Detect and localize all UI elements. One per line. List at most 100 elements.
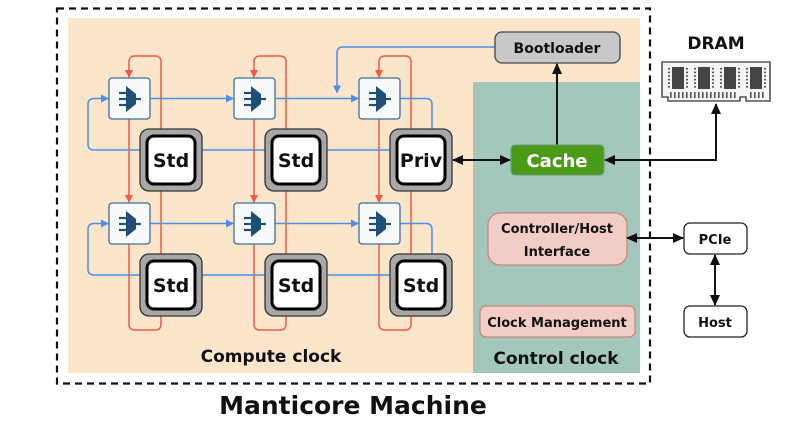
- cache-block: Cache: [510, 144, 605, 176]
- mesh-link: [87, 94, 390, 151]
- dram-pin: [694, 78, 696, 81]
- dram-pin: [694, 68, 696, 70]
- clock-link: [375, 55, 412, 129]
- control-clock-label: Control clock: [493, 349, 619, 369]
- dram-chip: [698, 67, 710, 89]
- dram-module-icon: [661, 61, 771, 102]
- dram-contact: [678, 92, 680, 98]
- dram-pin: [686, 86, 688, 88]
- dram-contact: [710, 92, 712, 98]
- mux-icon: [369, 211, 391, 237]
- dram-contact: [682, 92, 684, 98]
- standard-core: Std: [264, 128, 328, 192]
- dram-pin: [686, 75, 688, 77]
- standard-core: Std: [389, 253, 453, 317]
- core-inner: [270, 259, 322, 311]
- dram-contact: [718, 92, 720, 98]
- dram-pin: [712, 78, 714, 81]
- dram-pin: [720, 68, 722, 70]
- dram-pin: [738, 68, 740, 70]
- dram-contact: [734, 92, 736, 98]
- standard-core: Std: [264, 253, 328, 317]
- dram-pin: [668, 82, 670, 84]
- core-inner: [145, 134, 197, 186]
- router: [233, 77, 276, 120]
- core-label: Std: [278, 150, 314, 172]
- dram-contact: [694, 92, 696, 98]
- dram-pin: [746, 75, 748, 77]
- machine-boundary: [55, 7, 652, 385]
- router: [358, 202, 401, 245]
- clock-link: [253, 244, 287, 331]
- mux-icon: [119, 86, 141, 112]
- dram-pin: [738, 71, 740, 74]
- dram-pin: [720, 75, 722, 77]
- dram-pin: [738, 86, 740, 88]
- dram-pin: [720, 86, 722, 88]
- dram-contact: [702, 92, 704, 98]
- dram-pin: [746, 78, 748, 81]
- dram-label: DRAM: [687, 34, 744, 54]
- clock-link: [250, 55, 287, 129]
- dram-contact: [730, 92, 732, 98]
- dram-pin: [668, 86, 670, 88]
- dram-contact: [686, 92, 688, 98]
- host-label: Host: [698, 316, 732, 331]
- clock-link: [125, 55, 162, 129]
- compute-clock-label: Compute clock: [201, 347, 342, 367]
- dram-pin: [686, 82, 688, 84]
- dram-pin: [668, 71, 670, 74]
- mesh-link: [87, 219, 390, 276]
- mesh-link: [400, 97, 433, 129]
- router: [108, 202, 151, 245]
- dram-contact: [674, 92, 676, 98]
- router: [358, 77, 401, 120]
- clock-link: [128, 244, 162, 331]
- dram-pin: [738, 75, 740, 77]
- dram-pin: [712, 82, 714, 84]
- dram-contact: [754, 92, 756, 98]
- core-inner: [395, 259, 447, 311]
- clock-management-block: Clock Management: [479, 305, 636, 338]
- dram-contact: [726, 92, 728, 98]
- dram-contact: [750, 92, 752, 98]
- core-label: Std: [153, 275, 189, 297]
- dram-contact: [762, 92, 764, 98]
- host-block: Host: [683, 305, 748, 338]
- dram-chip: [672, 67, 684, 89]
- dram-pin: [720, 82, 722, 84]
- pcie-label: PCIe: [699, 233, 732, 248]
- dram-pin: [764, 71, 766, 74]
- dram-pin: [764, 82, 766, 84]
- dram-pin: [746, 68, 748, 70]
- dram-pin: [720, 71, 722, 74]
- dram-contact: [690, 92, 692, 98]
- dram-pin: [764, 75, 766, 77]
- router: [233, 202, 276, 245]
- privileged-core: Priv: [389, 128, 453, 192]
- core-inner: [145, 259, 197, 311]
- bootloader-link: [333, 46, 495, 94]
- dram-pin: [746, 71, 748, 74]
- dram-pin: [746, 86, 748, 88]
- dram-pin: [746, 82, 748, 84]
- cache-dram-arrow: [604, 103, 721, 165]
- mux-icon: [119, 211, 141, 237]
- clock-management-label: Clock Management: [487, 316, 627, 331]
- dram-pin: [686, 71, 688, 74]
- bootloader-label: Bootloader: [514, 41, 601, 57]
- dram-pin: [712, 71, 714, 74]
- dram-pin: [694, 82, 696, 84]
- dram-pin: [686, 78, 688, 81]
- dram-pin: [712, 86, 714, 88]
- bootloader-block: Bootloader: [494, 31, 621, 64]
- clock-link: [378, 244, 412, 331]
- mux-icon: [369, 86, 391, 112]
- dram-pin: [720, 78, 722, 81]
- mesh-link: [400, 222, 433, 254]
- dram-chip: [724, 67, 736, 89]
- dram-contact: [758, 92, 760, 98]
- dram-pin: [764, 78, 766, 81]
